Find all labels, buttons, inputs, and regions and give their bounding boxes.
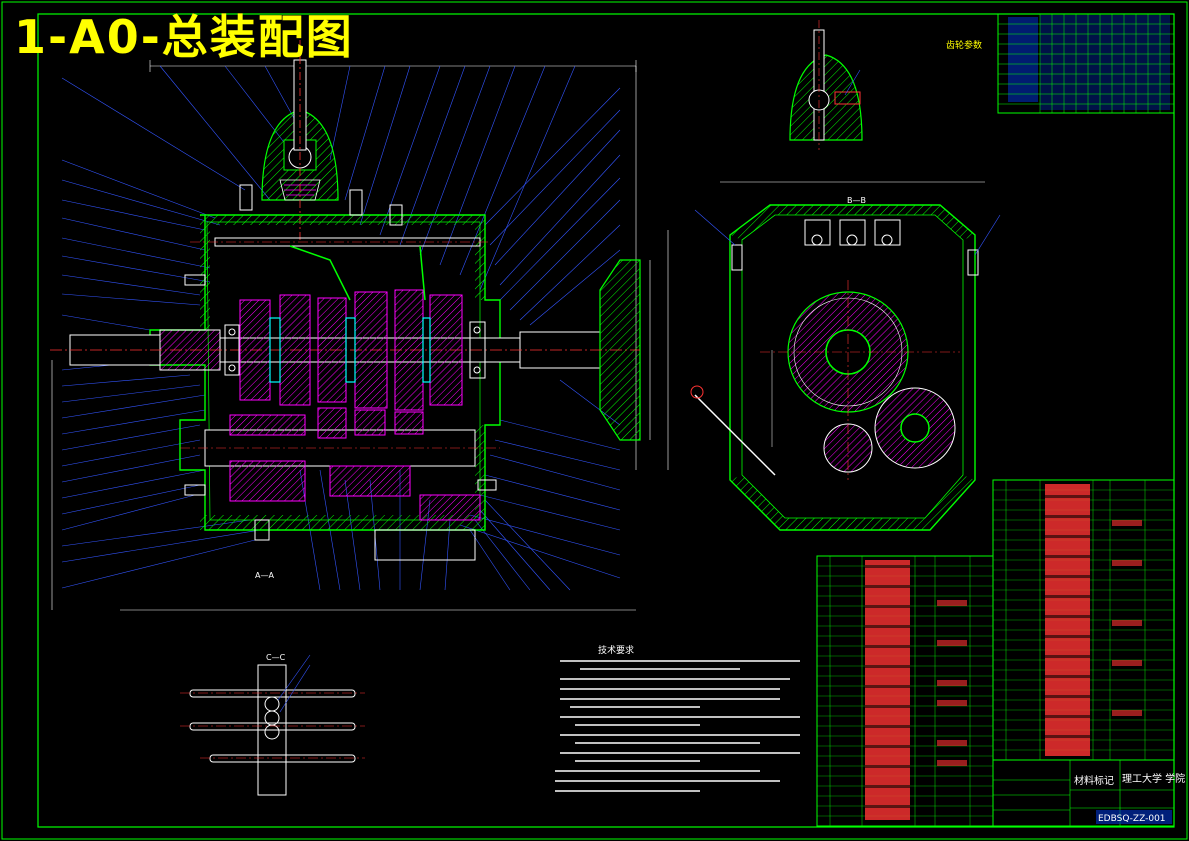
countershaft-gears [229,407,424,502]
section-view-cc [180,654,365,796]
main-section-view [50,40,641,561]
main-shaft-gears [224,289,486,411]
school-name: 理工大学 学院 [1122,774,1186,785]
leader-lines-left [61,77,261,589]
gear-params-label: 齿轮参数 [946,41,983,51]
side-view-bb [690,181,1001,531]
gear-parameter-table [997,13,1175,114]
section-label-c: C—C [266,653,286,662]
drawing-inner-frame [37,13,1175,828]
leader-lines-right [459,87,621,579]
parts-list-table [816,479,1175,827]
section-label-a: A—A [255,571,274,580]
title-block [992,759,1175,827]
drawing-number: EDBSQ-ZZ-001 [1098,814,1166,824]
shifter-detail-view [789,20,863,150]
leader-lines-top [159,65,576,291]
drawing-title: 1-A0-总装配图 [14,10,354,64]
tech-requirements-block [555,660,800,792]
tech-requirements-title: 技术要求 [598,646,635,656]
section-label-b: B—B [847,196,866,205]
title-block-stamp: 材料标记 [1074,776,1114,787]
